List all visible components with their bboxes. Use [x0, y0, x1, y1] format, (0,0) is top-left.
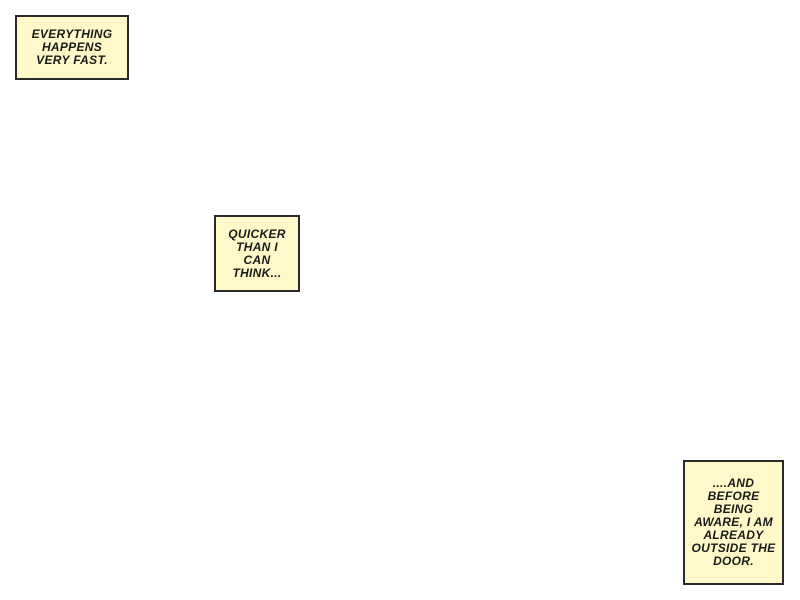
caption-line: AWARE, I AM — [694, 515, 773, 529]
caption-line: ....AND — [712, 476, 755, 490]
caption-line: THINK... — [232, 265, 282, 280]
caption-line: EVERYTHING — [31, 27, 113, 41]
caption-line: THAN I — [236, 239, 278, 254]
caption-line: OUTSIDE THE — [691, 541, 776, 555]
caption-box-outside-the-door: ....AND BEFORE BEING AWARE, I AM ALREADY… — [683, 460, 784, 585]
caption-line: BEFORE — [707, 489, 760, 503]
caption-box-quicker-than-i-can-think: QUICKER THAN I CAN THINK... — [214, 215, 300, 292]
caption-box-everything-happens: EVERYTHING HAPPENS VERY FAST. — [15, 15, 129, 80]
caption-line: HAPPENS — [41, 40, 103, 54]
caption-line: BEING — [713, 502, 754, 516]
caption-line: DOOR. — [713, 554, 754, 568]
caption-line: ALREADY — [703, 528, 764, 542]
caption-line: QUICKER — [228, 226, 286, 241]
caption-line: CAN — [243, 252, 271, 267]
caption-line: VERY FAST. — [36, 53, 108, 67]
